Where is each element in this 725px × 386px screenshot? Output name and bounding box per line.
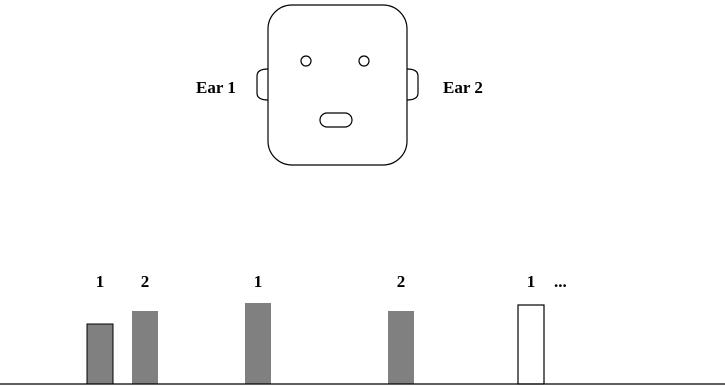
right-eye [358,55,370,67]
mouth [319,112,353,128]
head-figure [256,4,419,166]
pulse-bar-3 [245,303,271,384]
pulse-train: 1 2 1 2 1 [86,272,545,385]
head-outline [267,4,408,166]
pulse-bar-5 [517,304,545,385]
ear-1-label: Ear 1 [196,78,236,97]
pulse-bar-4 [388,311,414,384]
pulse-label-2: 2 [141,272,150,291]
pulse-bar-1 [86,323,114,385]
pulse-label-4: 2 [397,272,406,291]
pulse-label-1: 1 [96,272,105,291]
pulse-label-3: 1 [254,272,263,291]
right-ear [406,68,419,101]
ear-2-label: Ear 2 [443,78,483,97]
pulse-label-5: 1 [527,272,536,291]
pulse-bar-2 [132,311,158,384]
continuation-marker: ... [554,272,567,291]
left-eye [300,55,312,67]
left-ear [256,68,269,101]
